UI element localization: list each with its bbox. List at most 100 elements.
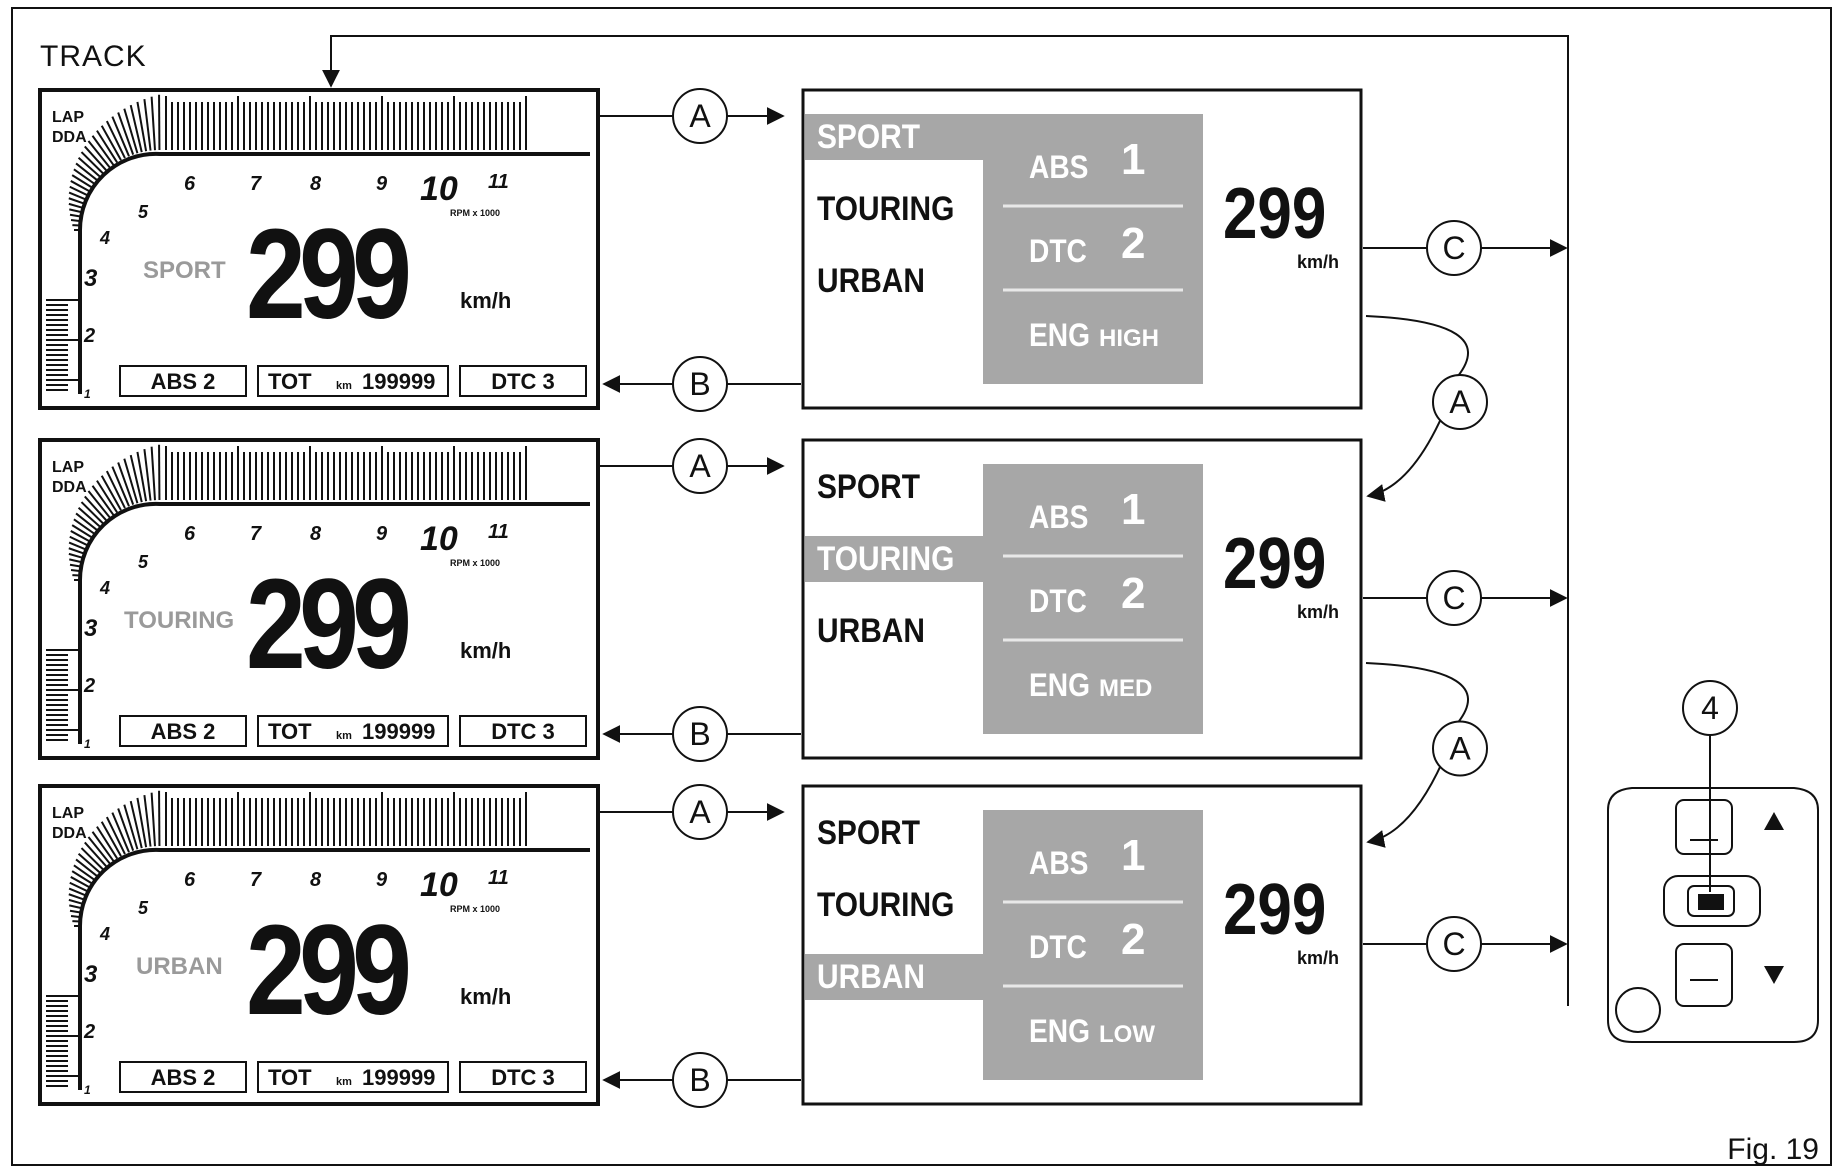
speed-value: 299 [246, 899, 409, 1042]
tacho-tick [129, 454, 143, 503]
riding-mode-label: TOURING [124, 607, 234, 634]
abs-setting-label: ABS [1029, 500, 1088, 535]
rpm-tick-label: 3 [84, 961, 98, 988]
tacho-tick [91, 831, 115, 862]
callout-a-next-mode-circle [1432, 720, 1488, 777]
tot-box-frame [257, 365, 449, 397]
callout-b-letter: B [689, 366, 710, 402]
callout-a-letter: A [689, 448, 711, 484]
rpm-tick-label: 6 [184, 869, 196, 891]
callout-c-circle [1426, 220, 1482, 276]
tacho-tick [73, 168, 96, 185]
callout-b-circle [672, 1052, 728, 1108]
tacho-vertical-ticks [46, 649, 80, 741]
tacho-tick [100, 821, 122, 857]
selected-mode-highlight [805, 954, 985, 1000]
tacho-tick [70, 180, 91, 193]
switch-down-button [1675, 943, 1733, 1007]
rpm-unit: RPM x 1000 [450, 208, 500, 218]
tacho-tick [70, 876, 91, 889]
tacho-tick [143, 449, 152, 501]
lap-label: LAP [52, 459, 84, 476]
abs-setting-value: 1 [1121, 485, 1145, 534]
tacho-tick [73, 518, 96, 535]
dtc-setting-value: 2 [1121, 915, 1145, 964]
dtc-box: DTC 3 [459, 715, 587, 747]
abs-box: ABS 2 [119, 1061, 247, 1093]
tacho-horizontal-ticks [165, 96, 527, 150]
abs-box: ABS 2 [119, 715, 247, 747]
tacho-tick [68, 197, 85, 205]
dtc-setting-label: DTC [1029, 234, 1087, 269]
menu-mode-urban: URBAN [817, 611, 925, 649]
callout-a-circle [672, 438, 728, 494]
speed-value: 299 [246, 553, 409, 696]
abs-box-text: ABS 2 [151, 1065, 216, 1090]
rpm-tick-label: 1 [84, 1083, 91, 1097]
abs-box-frame [119, 365, 247, 397]
dtc-box-text: DTC 3 [491, 719, 555, 744]
callout-a-circle [672, 88, 728, 144]
tacho-baseline [77, 151, 590, 394]
callout-b-circle [672, 706, 728, 762]
rpm-tick-label: 5 [138, 552, 149, 572]
callout-a-next-mode-letter: A [1449, 384, 1471, 420]
settings-panel [983, 810, 1203, 1080]
callout-a-next-mode: A [1432, 374, 1488, 430]
callout-c-circle [1426, 916, 1482, 972]
tacho-baseline [77, 501, 590, 744]
engine-map-level: MED [1099, 675, 1152, 702]
tacho-tick [69, 535, 89, 547]
tot-label: TOT [268, 369, 312, 394]
rpm-unit: RPM x 1000 [450, 558, 500, 568]
dtc-setting-value: 2 [1121, 569, 1145, 618]
menu-mode-urban: URBAN [817, 957, 925, 995]
tacho-tick [71, 524, 93, 539]
callout-4: 4 [1682, 680, 1738, 736]
rpm-tick-label: 3 [84, 615, 98, 642]
rpm-tick-label: 10 [420, 170, 458, 208]
joystick-button-icon [1698, 894, 1724, 910]
abs-box-frame [119, 1061, 247, 1093]
tacho-tick [111, 466, 130, 507]
tacho-tick [68, 541, 87, 551]
tacho-tick [77, 156, 101, 178]
dtc-box-frame [459, 365, 587, 397]
tacho-horizontal-ticks [165, 446, 527, 500]
rpm-tick-label: 8 [310, 869, 322, 891]
dtc-setting: DTC 2 [1029, 915, 1145, 965]
rpm-tick-label: 9 [376, 869, 388, 891]
tacho-tick [84, 145, 108, 172]
dtc-setting-label: DTC [1029, 930, 1087, 965]
tacho-tick [70, 569, 81, 573]
callout-b-letter: B [689, 716, 710, 752]
dtc-box-frame [459, 715, 587, 747]
rpm-tick-label: 10 [420, 520, 458, 558]
tot-box-frame [257, 1061, 449, 1093]
tacho-baseline [77, 847, 590, 1090]
callout-b: B [672, 706, 728, 762]
rpm-tick-label: 5 [138, 898, 149, 918]
tacho-arc-ticks [68, 790, 161, 927]
tacho-tick [77, 852, 101, 874]
tacho-tick [68, 887, 87, 897]
menu-mode-touring: TOURING [817, 189, 954, 227]
rpm-tick-label: 6 [184, 523, 196, 545]
menu-mode-sport: SPORT [817, 813, 920, 851]
tacho-tick [117, 808, 135, 851]
abs-box-frame [119, 715, 247, 747]
tacho-tick [117, 462, 135, 505]
dda-label: DDA [52, 129, 87, 146]
switch-down-arrow-icon [1764, 966, 1784, 984]
figure-label: Fig. 19 [1727, 1133, 1819, 1166]
tacho-tick [75, 858, 98, 878]
abs-setting-value: 1 [1121, 831, 1145, 880]
selected-mode-highlight [805, 536, 985, 582]
tacho-tick [68, 898, 84, 905]
tacho-tick [105, 470, 126, 509]
